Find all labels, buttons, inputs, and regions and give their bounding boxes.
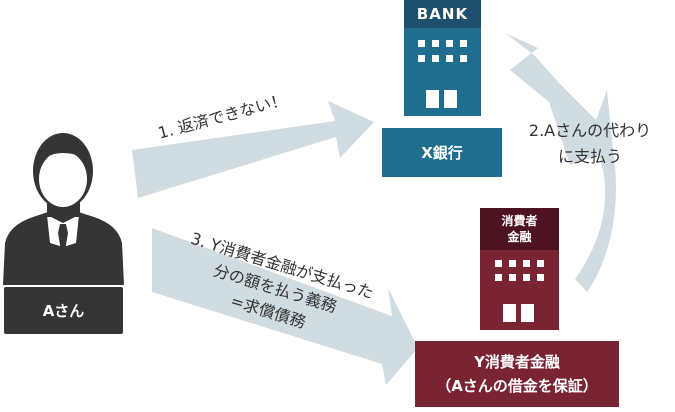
step2-label-line2: に支払う [557, 147, 622, 166]
arrow-reimbursement-obligation [152, 228, 418, 385]
consumer-finance-label-line1: Y消費者金融 [474, 353, 560, 371]
person-label: Aさん [4, 287, 123, 334]
consumer-finance-sign-line2: 金融 [507, 230, 532, 244]
consumer-finance-label-line2: （Aさんの借金を保証） [436, 377, 598, 395]
consumer-finance-building-icon [480, 250, 559, 330]
consumer-finance-label: Y消費者金融 （Aさんの借金を保証） [415, 341, 619, 407]
bank-building-icon [404, 28, 481, 116]
consumer-finance-sign-line1: 消費者 [501, 214, 538, 228]
step2-label: 2.Aさんの代わり に支払う [510, 118, 670, 170]
step2-label-line1: 2.Aさんの代わり [528, 121, 652, 140]
arrow-guarantee-payment [505, 33, 616, 292]
bank-label: X銀行 [382, 128, 502, 177]
arrow-return-payment [132, 101, 374, 198]
consumer-finance-sign: 消費者 金融 [480, 208, 559, 250]
person-figure [3, 133, 124, 285]
bank-sign: BANK [404, 0, 481, 28]
